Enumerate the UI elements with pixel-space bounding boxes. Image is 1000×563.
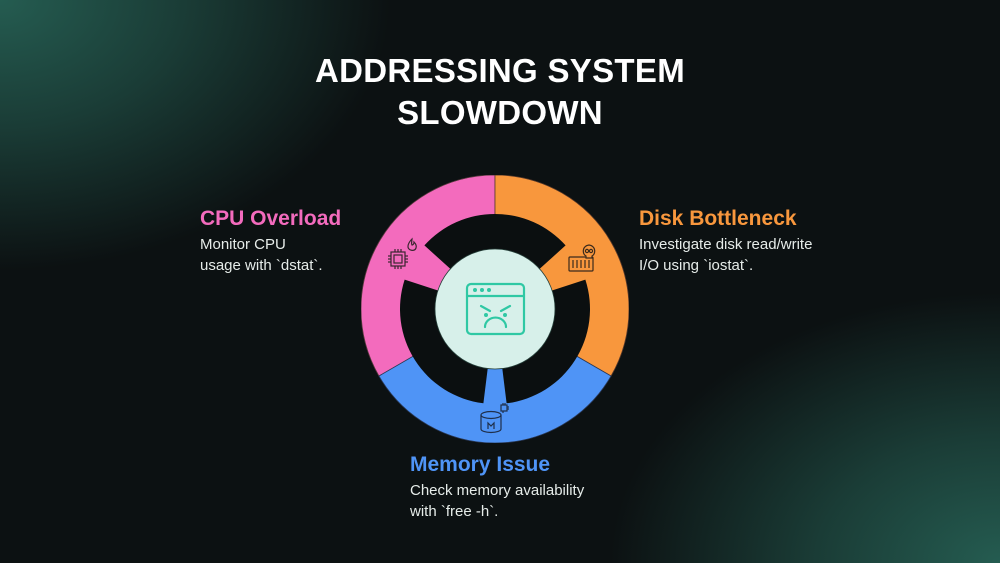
disk-bottleneck-block: Disk Bottleneck Investigate disk read/wr… [639, 206, 849, 276]
memory-issue-block: Memory Issue Check memory availability w… [410, 452, 630, 522]
cycle-diagram [361, 175, 629, 443]
page-title: ADDRESSING SYSTEM SLOWDOWN [0, 50, 1000, 134]
memory-issue-heading: Memory Issue [410, 453, 551, 476]
disk-desc-line-2: I/O using `iostat`. [639, 257, 754, 274]
memory-issue-description: Check memory availability with `free -h`… [410, 480, 630, 522]
cpu-overload-description: Monitor CPU usage with `dstat`. [200, 234, 370, 276]
title-line-1: ADDRESSING SYSTEM [315, 52, 685, 89]
memory-desc-line-2: with `free -h`. [410, 503, 499, 520]
cpu-overload-block: CPU Overload Monitor CPU usage with `dst… [200, 206, 370, 276]
cpu-chip-fire-icon [388, 237, 417, 269]
title-line-2: SLOWDOWN [397, 94, 603, 131]
disk-bottleneck-heading: Disk Bottleneck [639, 207, 797, 230]
inner-dark-ring [399, 213, 591, 404]
center-circle [434, 248, 556, 370]
disk-desc-line-1: Investigate disk read/write [639, 236, 813, 253]
memory-database-chip-icon [480, 403, 509, 434]
memory-desc-line-1: Check memory availability [410, 482, 585, 499]
disk-skull-icon [568, 244, 596, 272]
cpu-desc-line-2: usage with `dstat`. [200, 257, 323, 274]
cpu-desc-line-1: Monitor CPU [200, 236, 286, 253]
angry-browser-window-icon [465, 282, 526, 336]
cpu-overload-heading: CPU Overload [200, 207, 342, 230]
disk-bottleneck-description: Investigate disk read/write I/O using `i… [639, 234, 849, 276]
